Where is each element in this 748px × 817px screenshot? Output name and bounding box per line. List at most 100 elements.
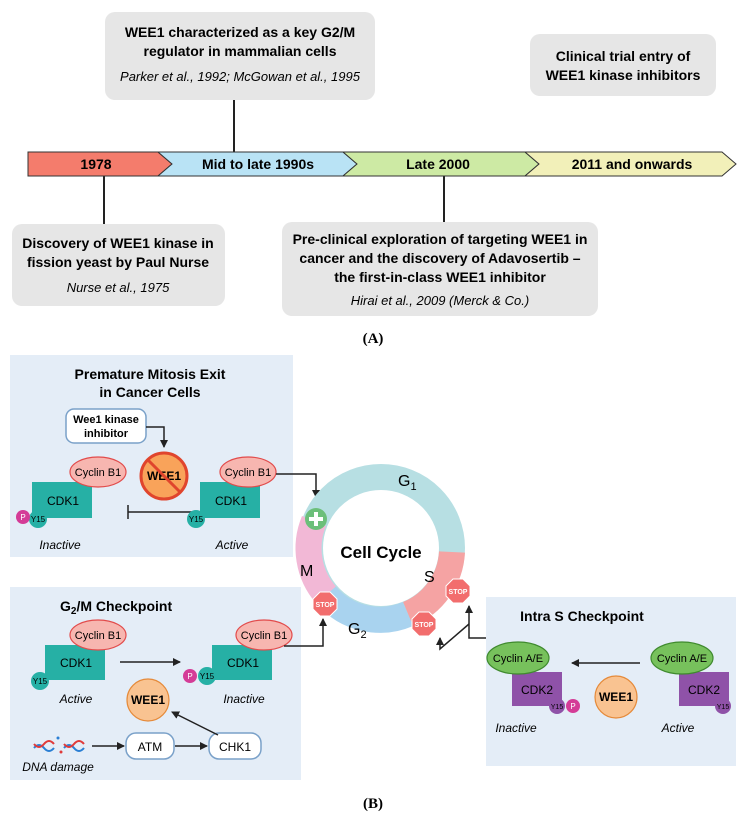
cyclin-b1-oval bbox=[69, 619, 127, 651]
cyclin-b1-label: Cyclin B1 bbox=[75, 467, 121, 479]
wee1-label: WEE1 bbox=[599, 690, 633, 704]
cdk2-label: CDK2 bbox=[521, 683, 553, 697]
stop-icon-g2m: STOP bbox=[312, 591, 338, 617]
event-citation: Parker et al., 1992; McGowan et al., 199… bbox=[120, 69, 361, 84]
cdk2-label: CDK2 bbox=[688, 683, 720, 697]
cdk1-label: CDK1 bbox=[227, 656, 259, 670]
state-inactive: Inactive bbox=[223, 692, 265, 706]
event-title-line: Pre-clinical exploration of targeting WE… bbox=[293, 231, 588, 247]
y15-label: Y15 bbox=[189, 515, 204, 524]
panel-label-a: (A) bbox=[363, 331, 384, 347]
event-title-line: WEE1 kinase inhibitors bbox=[546, 67, 701, 83]
cdk1-label: CDK1 bbox=[47, 494, 79, 508]
timeline-label: 1978 bbox=[80, 156, 111, 172]
cdk1-block bbox=[45, 645, 105, 680]
phosphate-marker bbox=[566, 699, 580, 713]
y15-label: Y15 bbox=[717, 704, 730, 711]
cyclin-b1-label: Cyclin B1 bbox=[75, 630, 121, 642]
timeline-label: Late 2000 bbox=[406, 156, 470, 172]
phosphate-label: P bbox=[20, 513, 25, 522]
phase-g1: G1 bbox=[398, 473, 417, 493]
intra-s-checkpoint-panel: Intra S Checkpoint CDK2 Cyclin A/E Y15 P… bbox=[486, 597, 736, 766]
y15-site bbox=[187, 510, 205, 528]
state-active: Active bbox=[661, 721, 695, 735]
svg-text:STOP: STOP bbox=[316, 602, 335, 609]
cyclin-ae-label: Cyclin A/E bbox=[493, 653, 543, 665]
timeline-bar: 1978 Mid to late 1990s Late 2000 2011 an… bbox=[27, 151, 737, 177]
atm-box bbox=[125, 732, 175, 760]
wee1-kinase bbox=[126, 678, 170, 722]
y15-site bbox=[715, 698, 731, 714]
timeline-panel: WEE1 characterized as a key G2/M regulat… bbox=[12, 12, 737, 347]
cdk1-block bbox=[200, 482, 260, 518]
event-box-adavosertib: Pre-clinical exploration of targeting WE… bbox=[282, 222, 598, 316]
svg-text:STOP: STOP bbox=[415, 622, 434, 629]
cyclin-ae-oval bbox=[486, 641, 550, 675]
cyclin-ae-oval bbox=[650, 641, 714, 675]
inhibitor-label: Wee1 kinase bbox=[73, 414, 139, 426]
y15-label: Y15 bbox=[551, 704, 564, 711]
stop-icon-s-lower: STOP bbox=[411, 611, 437, 637]
timeline-segment-2011 bbox=[523, 151, 737, 177]
phosphate-marker bbox=[16, 510, 30, 524]
wee1-kinase bbox=[594, 675, 638, 719]
event-title-line: the first-in-class WEE1 inhibitor bbox=[334, 269, 546, 285]
cdk1-block bbox=[212, 645, 272, 680]
event-box-clinical-trial: Clinical trial entry of WEE1 kinase inhi… bbox=[530, 34, 716, 96]
premature-title: in Cancer Cells bbox=[99, 384, 200, 400]
y15-label: Y15 bbox=[200, 672, 215, 681]
event-title-line: Discovery of WEE1 kinase in bbox=[22, 235, 213, 251]
svg-text:STOP: STOP bbox=[449, 589, 468, 596]
cyclin-ae-label: Cyclin A/E bbox=[657, 653, 707, 665]
phase-m: M bbox=[300, 563, 313, 580]
cyclin-b1-label: Cyclin B1 bbox=[241, 630, 287, 642]
chk1-box bbox=[208, 732, 262, 760]
y15-site bbox=[31, 672, 49, 690]
event-box-mammalian: WEE1 characterized as a key G2/M regulat… bbox=[105, 12, 375, 100]
inhibitor-box bbox=[65, 408, 147, 444]
y15-label: Y15 bbox=[33, 677, 48, 686]
timeline-label: 2011 and onwards bbox=[572, 156, 693, 172]
wee1-label: WEE1 bbox=[131, 693, 165, 707]
atm-label: ATM bbox=[138, 740, 162, 754]
y15-label: Y15 bbox=[31, 515, 46, 524]
cdk1-label: CDK1 bbox=[60, 656, 92, 670]
y15-site bbox=[198, 667, 216, 685]
phosphate-label: P bbox=[570, 702, 575, 711]
premature-title: Premature Mitosis Exit bbox=[75, 366, 226, 382]
event-citation: Nurse et al., 1975 bbox=[67, 280, 170, 295]
g2m-checkpoint-panel: G2/M Checkpoint CDK1 Cyclin B1 Y15 Activ… bbox=[10, 587, 301, 780]
phosphate-marker bbox=[183, 669, 197, 683]
dna-damage-label: DNA damage bbox=[22, 760, 94, 774]
event-title-line: regulator in mammalian cells bbox=[144, 43, 337, 59]
state-inactive: Inactive bbox=[39, 538, 81, 552]
state-inactive: Inactive bbox=[495, 721, 537, 735]
intra-s-title: Intra S Checkpoint bbox=[520, 608, 644, 624]
chk1-label: CHK1 bbox=[219, 740, 251, 754]
event-title-line: WEE1 characterized as a key G2/M bbox=[125, 24, 355, 40]
cyclin-b1-oval bbox=[69, 456, 127, 488]
event-box-fission-yeast: Discovery of WEE1 kinase in fission yeas… bbox=[12, 224, 225, 306]
event-title-line: Clinical trial entry of bbox=[556, 48, 691, 64]
inhibitor-label: inhibitor bbox=[84, 428, 129, 440]
y15-site bbox=[29, 510, 47, 528]
phase-s: S bbox=[424, 569, 435, 586]
event-citation: Hirai et al., 2009 (Merck & Co.) bbox=[351, 293, 529, 308]
g2m-title: G2/M Checkpoint bbox=[60, 598, 172, 617]
panel-label-b: (B) bbox=[363, 796, 383, 812]
cdk1-label: CDK1 bbox=[215, 494, 247, 508]
cyclin-b1-oval bbox=[219, 456, 277, 488]
cell-cycle-label: Cell Cycle bbox=[340, 543, 421, 562]
phosphate-label: P bbox=[187, 672, 192, 681]
state-active: Active bbox=[215, 538, 249, 552]
stop-icon-s-upper: STOP bbox=[445, 578, 471, 604]
timeline-label: Mid to late 1990s bbox=[202, 156, 314, 172]
event-title-line: fission yeast by Paul Nurse bbox=[27, 254, 209, 270]
cell-cycle-wheel: Cell Cycle G1 S G2 M STOP STOP STOP bbox=[295, 464, 471, 641]
state-active: Active bbox=[59, 692, 93, 706]
premature-mitosis-panel: Premature Mitosis Exit in Cancer Cells W… bbox=[10, 355, 293, 557]
cyclin-b1-label: Cyclin B1 bbox=[225, 467, 271, 479]
inhibition-slash bbox=[146, 458, 182, 494]
event-title-line: cancer and the discovery of Adavosertib … bbox=[299, 250, 580, 266]
